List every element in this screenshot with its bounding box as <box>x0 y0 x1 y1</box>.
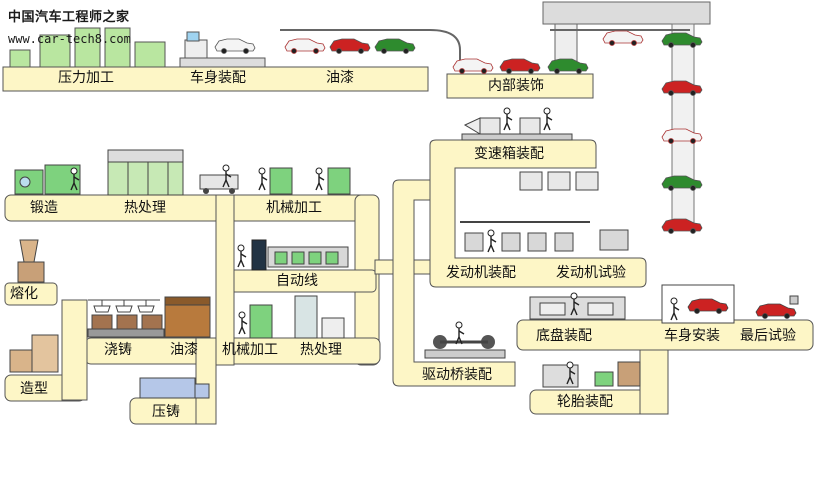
top-band-press-body-paint <box>2 66 429 92</box>
casting-graphic <box>87 299 165 338</box>
label-forging: 锻造 <box>30 200 58 216</box>
transmission-graphic <box>461 107 599 191</box>
label-engine-test: 发动机试验 <box>556 265 626 281</box>
overhead-conveyor <box>280 1 711 225</box>
label-heat-treat-2: 热处理 <box>300 342 342 358</box>
label-paint-mid: 油漆 <box>170 342 198 358</box>
body-install-graphic <box>661 284 799 324</box>
label-heat-treat-1: 热处理 <box>124 200 166 216</box>
chassis-graphic <box>529 292 626 320</box>
watermark-title: 中国汽车工程师之家 <box>8 10 130 25</box>
label-engine-assembly: 发动机装配 <box>446 265 516 281</box>
label-drive-axle: 驱动桥装配 <box>422 367 492 383</box>
label-machining-1: 机械加工 <box>266 200 322 216</box>
melting-graphic <box>17 239 45 283</box>
label-body-install: 车身安装 <box>664 328 720 344</box>
molding-graphic <box>9 334 59 373</box>
label-body-assembly: 车身装配 <box>190 70 246 86</box>
label-casting: 浇铸 <box>104 342 132 358</box>
forging-machine-graphic <box>14 164 81 195</box>
press-machines-graphic <box>9 27 166 68</box>
engine-line-graphic <box>460 221 629 253</box>
paint-booth-graphic <box>164 296 211 338</box>
machining-cart-graphic <box>199 164 351 195</box>
heat-treat-furnace-graphic <box>107 149 184 196</box>
label-chassis: 底盘装配 <box>536 328 592 344</box>
machining2-graphic <box>238 295 345 339</box>
label-final-test: 最后试验 <box>740 328 796 344</box>
label-auto-line: 自动线 <box>276 273 318 289</box>
die-casting-graphic <box>139 377 210 399</box>
label-transmission: 变速箱装配 <box>474 146 544 162</box>
body-assembly-graphic <box>179 31 266 68</box>
watermark-url: www.car-tech8.com <box>8 32 131 46</box>
drive-axle-graphic <box>424 321 506 359</box>
label-melting: 熔化 <box>10 286 38 302</box>
label-machining-2: 机械加工 <box>222 342 278 358</box>
label-paint-top: 油漆 <box>326 70 354 86</box>
auto-line-graphic <box>237 239 349 271</box>
label-interior-trim: 内部装饰 <box>488 78 544 94</box>
label-molding: 造型 <box>20 381 48 397</box>
label-press: 压力加工 <box>58 70 114 86</box>
label-tire-assembly: 轮胎装配 <box>557 394 613 410</box>
top-band-interior <box>446 73 594 99</box>
tire-assembly-graphic <box>542 361 641 388</box>
label-die-casting: 压铸 <box>152 404 180 420</box>
right-flow-network <box>374 139 814 415</box>
